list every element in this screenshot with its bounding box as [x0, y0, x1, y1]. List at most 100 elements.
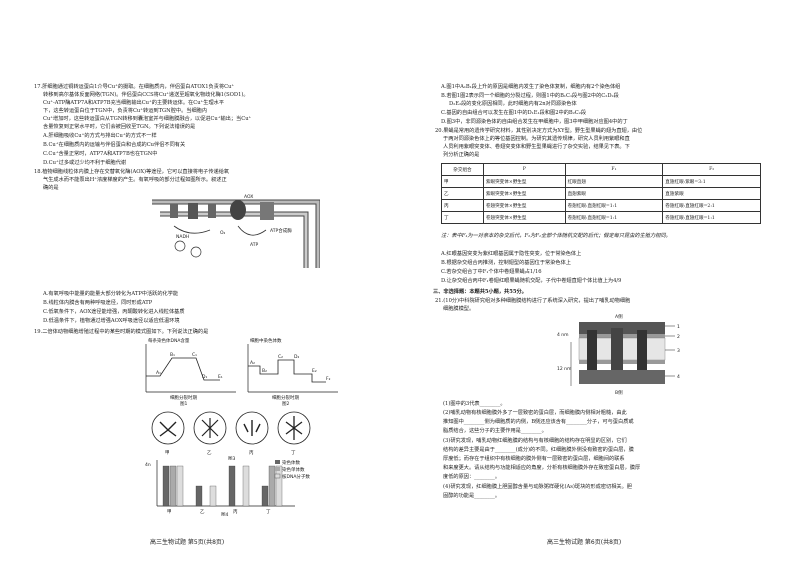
table-cell: 卷翅红眼:直翅红眼=2:1: [662, 199, 761, 212]
cell-label: 甲: [165, 450, 170, 456]
q20-line: 列分析正确的是: [443, 152, 480, 158]
table-cell: 红眼直翅: [564, 175, 664, 188]
q21-line: 细胞膜模型。: [443, 306, 475, 312]
fig1-point: E₁: [218, 374, 223, 380]
q18-option-d: D.低温条件下，植物通过增强AOX呼吸途径以适应低温环境: [43, 318, 180, 324]
fig2-point: F₂: [326, 376, 331, 382]
label-12nm: 12 nm: [557, 366, 571, 372]
q17-option-d: D.Cu⁺过多或过少均不利于细胞代谢: [43, 160, 127, 166]
q18-line: 气生成水而不能泵出H⁺浓度梯度的产生。有氧呼吸的部分过程如图所示。叙述正: [43, 177, 227, 183]
table-row: 丙 卷翅突变体×野生型 卷翅红眼:直翅红眼=1:1 卷翅红眼:直翅红眼=2:1: [441, 199, 761, 212]
q19-option-d: D.图3中，非同源染色体的自由组合发生在甲细胞中，图3中甲细胞对应图4中的丁: [441, 119, 628, 125]
q21-subq: (2)哺乳动物有核细胞膜外多了一层致密的蛋白层，而细胞膜内侧相对粗糙，由此: [443, 410, 627, 416]
table-cell: 紫眼突变体×野生型: [482, 175, 566, 188]
fig2-point: A₂: [250, 360, 255, 366]
q20-option-d: D.让杂交组合丙中F₁卷翅红眼果蝇随机交配，子代中卷翅直翅个体比值上为4/9: [441, 278, 622, 284]
label-atp-synthase: ATP合成酶: [270, 227, 292, 234]
q19-option-b-cont: D₂E₂段的变化原因相同，此时细胞内有2n对同源染色体: [449, 101, 577, 107]
table-header: P: [482, 163, 566, 176]
q17-option-a: A.肝细胞吸收Cu⁺的方式与排出Cu⁺的方式不一样: [43, 133, 157, 139]
fig4-bar: [228, 465, 236, 507]
fig4-group: 甲: [167, 509, 172, 515]
label-4: 4: [677, 374, 680, 380]
footer-right: 高三生物试题 第6页(共8页): [547, 539, 622, 546]
figure-2-chromosome-count: 细胞中染色体数 A₂ B₂ C₂ D₂ E₂ F₂ 细胞分裂时期 图2: [247, 337, 338, 406]
fig4-bar: [195, 485, 203, 507]
q17-line: Cu⁺-ATP酶ATP7A和ATP7B充当细胞输出Cu⁺的主要转运体。在Cu⁺生…: [43, 100, 225, 106]
fig1-point: D₁: [202, 374, 207, 380]
complex-proteins: [170, 200, 274, 220]
table-row: 乙 紫眼突变体×野生型 直翅紫眼 直翅紫眼: [441, 187, 761, 200]
fig4-bars: [162, 465, 283, 507]
table-cell: 卷翅红眼:直翅红眼=1:1: [564, 199, 664, 212]
q21-subq: 度低的原因：________。: [443, 474, 501, 480]
table-cell: 直翅红眼:紫眼=3:1: [662, 175, 761, 188]
q20-note: 注：表中F₁为一对亲本的杂交后代，F₂为F₁全部个体随机交配的后代；假定每只昆虫…: [441, 233, 671, 239]
footer-left: 高三生物试题 第5页(共8页): [150, 539, 225, 546]
table-cell: 丙: [441, 199, 484, 212]
fig1-caption: 图1: [180, 401, 187, 406]
cell-ding: 丁: [277, 411, 311, 456]
fig4-bar: [209, 485, 217, 507]
figure-1-dna-content: 每条染色体DNA含量 A₁ B₁ C₁ D₁ E₁ 细胞分裂时期 图1: [145, 337, 236, 406]
q21-subq: (4)研究发现，红细胞膜上胆固醇含量与动脉粥样硬化(As)斑块的形成密切相关。胆: [443, 484, 632, 490]
fig4-group: 乙: [200, 508, 205, 515]
q19-option-a: A.图1中A₁B₁段上升的原因是细胞内发生了染色体复制，细胞内有2个染色体组: [441, 84, 621, 90]
table-cell: 卷翅红眼:直翅红眼=1:1: [662, 211, 761, 224]
fig2-title: 细胞中染色体数: [250, 337, 282, 344]
fig4-bar: [268, 465, 276, 507]
q18-option-c: C.低氧条件下，AOX途径能增强，丙酮酸转化进入线粒体基质: [43, 309, 185, 315]
fig4-bar: [169, 465, 177, 507]
q20-line: 人员利用紫眼突变体、卷翅突变体和野生型果蝇进行了杂交实验，结果见下表。下: [443, 144, 630, 150]
cell-jia: 甲: [151, 411, 185, 456]
table-cell: 卷翅红眼:直翅红眼=1:1: [564, 211, 664, 224]
cell-label: 乙: [207, 449, 212, 456]
fig4-group: 丙: [233, 509, 238, 515]
fig1-xlabel: 细胞分裂时期: [170, 394, 197, 401]
q21-subq: 脂质结合，这些分子的主要作用是________。: [443, 428, 547, 434]
q17-line: 17.肝细胞通过铜转运蛋白1介导Cu⁺的摄取。在细胞质内，伴侣蛋白ATOX1负责…: [34, 84, 235, 90]
label-aox: AOX: [244, 194, 253, 200]
fig2-xlabel: 细胞分裂时期: [272, 394, 299, 401]
cell-bing: 丙: [235, 411, 269, 456]
fig2-point: B₂: [262, 368, 267, 374]
q17-option-c: C.Cu⁺含量正常时，ATP7A和ATP7B也在TGN中: [43, 151, 158, 157]
section-three-title: 三、非选择题：本题共5小题，共55分。: [433, 289, 527, 295]
q19-line: 19.二倍体动物细胞增殖过程中的某些时期的模式图如下。下列说法正确的是: [34, 329, 209, 335]
label-nadh: NADH: [176, 234, 189, 240]
table-cell: 直翅紫眼: [564, 187, 664, 200]
cell-yi: 乙: [193, 411, 227, 456]
fig1-point: A₁: [156, 370, 161, 376]
fig4-legend: 染色体数: [282, 459, 300, 466]
q20-option-c: C.若杂交组合丁中F₁个体中卷翅果蝇占1/16: [441, 269, 542, 275]
label-1: 1: [677, 324, 680, 330]
fig4-bar: [275, 465, 283, 507]
fig4-ylabel: 4n: [145, 462, 151, 468]
q18-option-b: B.线粒体内膜含有两种呼吸途径，同时形成ATP: [43, 300, 153, 306]
table-cell: 直翅紫眼: [662, 187, 761, 200]
q21-line: 21.(10分)中科院研究组对多种细胞膜结构进行了系统深入研究，提出了哺乳动物细…: [435, 298, 631, 304]
label-4nm: 4 nm: [557, 332, 569, 338]
fig2-point: C₂: [278, 354, 283, 360]
label-a-side: A侧: [615, 313, 623, 320]
table-cell: 卷翅突变体×野生型: [482, 211, 566, 224]
table-row: 丁 卷翅突变体×野生型 卷翅红眼:直翅红眼=1:1 卷翅红眼:直翅红眼=1:1: [441, 211, 761, 224]
table-row: 甲 紫眼突变体×野生型 红眼直翅 直翅红眼:紫眼=3:1: [441, 175, 761, 188]
q20-line: 于两对同源染色体上的等位基因控制。为研究其遗传规律，研究人员利用紫眼和直: [443, 136, 630, 142]
q17-line: 含量恢复到正常水平时，它们会被回收至TGN。下列说法错误的是: [43, 124, 196, 130]
table-cell: 甲: [441, 175, 484, 188]
fig4-bar: [242, 465, 250, 507]
q20-line: 20.果蝇是常用的遗传学研究材料，其性别决定方式为XY型。野生型果蝇的翅为直翅，…: [435, 128, 643, 134]
cell-label: 丙: [249, 450, 254, 456]
cross-results-table: 杂交组合 P F₁ F₂ 甲 紫眼突变体×野生型 红眼直翅 直翅红眼:紫眼=3:…: [441, 163, 761, 224]
table-cell: 紫眼突变体×野生型: [482, 187, 566, 200]
q18-line: 确的是: [43, 185, 59, 191]
table-cell: 卷翅突变体×野生型: [482, 199, 566, 212]
q21-subq: (3)研究发现，哺乳动物红细胞膜的结构与有核细胞的结构存在明显的区别，它们: [443, 438, 627, 444]
fig4-bar: [176, 465, 184, 507]
q20-option-a: A.红眼基因突变为紫红眼基因属于隐性突变，位于常染色体上: [441, 251, 582, 257]
fig2-point: D₂: [294, 354, 299, 360]
table-header: F₁: [564, 163, 664, 176]
table-cell: 丁: [441, 211, 484, 224]
